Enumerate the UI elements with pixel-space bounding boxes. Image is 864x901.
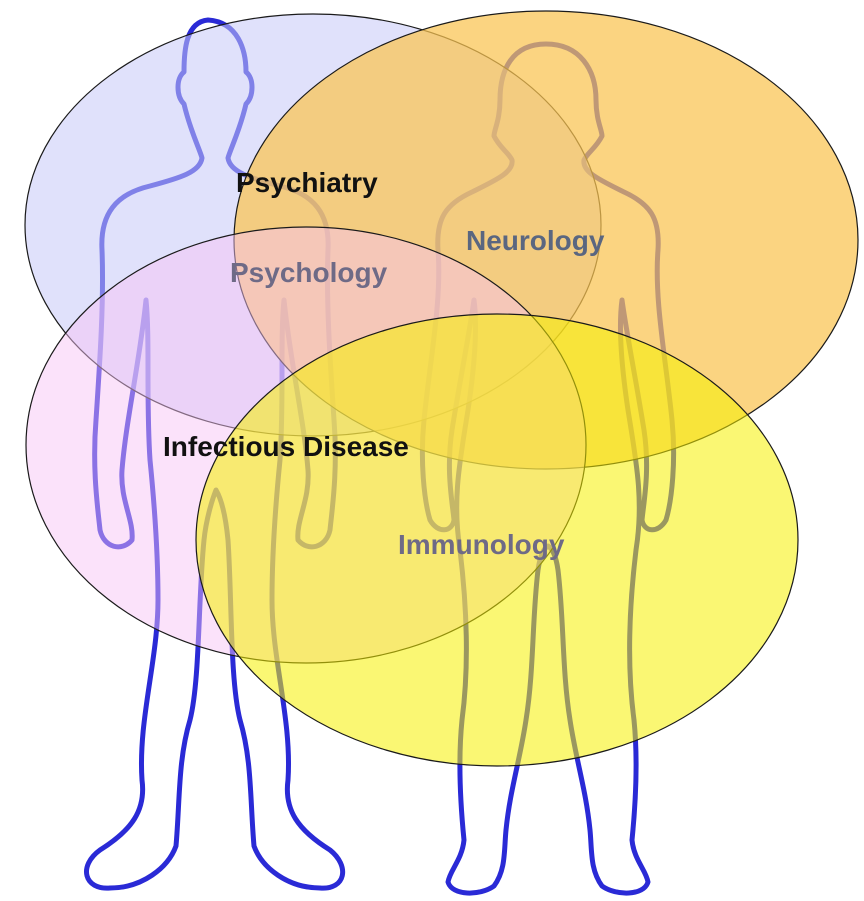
immunology-label: Immunology	[398, 529, 565, 560]
psychiatry-label: Psychiatry	[236, 167, 378, 198]
infectious-disease-label: Infectious Disease	[163, 431, 409, 462]
psychology-label: Psychology	[230, 257, 388, 288]
neurology-label: Neurology	[466, 225, 605, 256]
